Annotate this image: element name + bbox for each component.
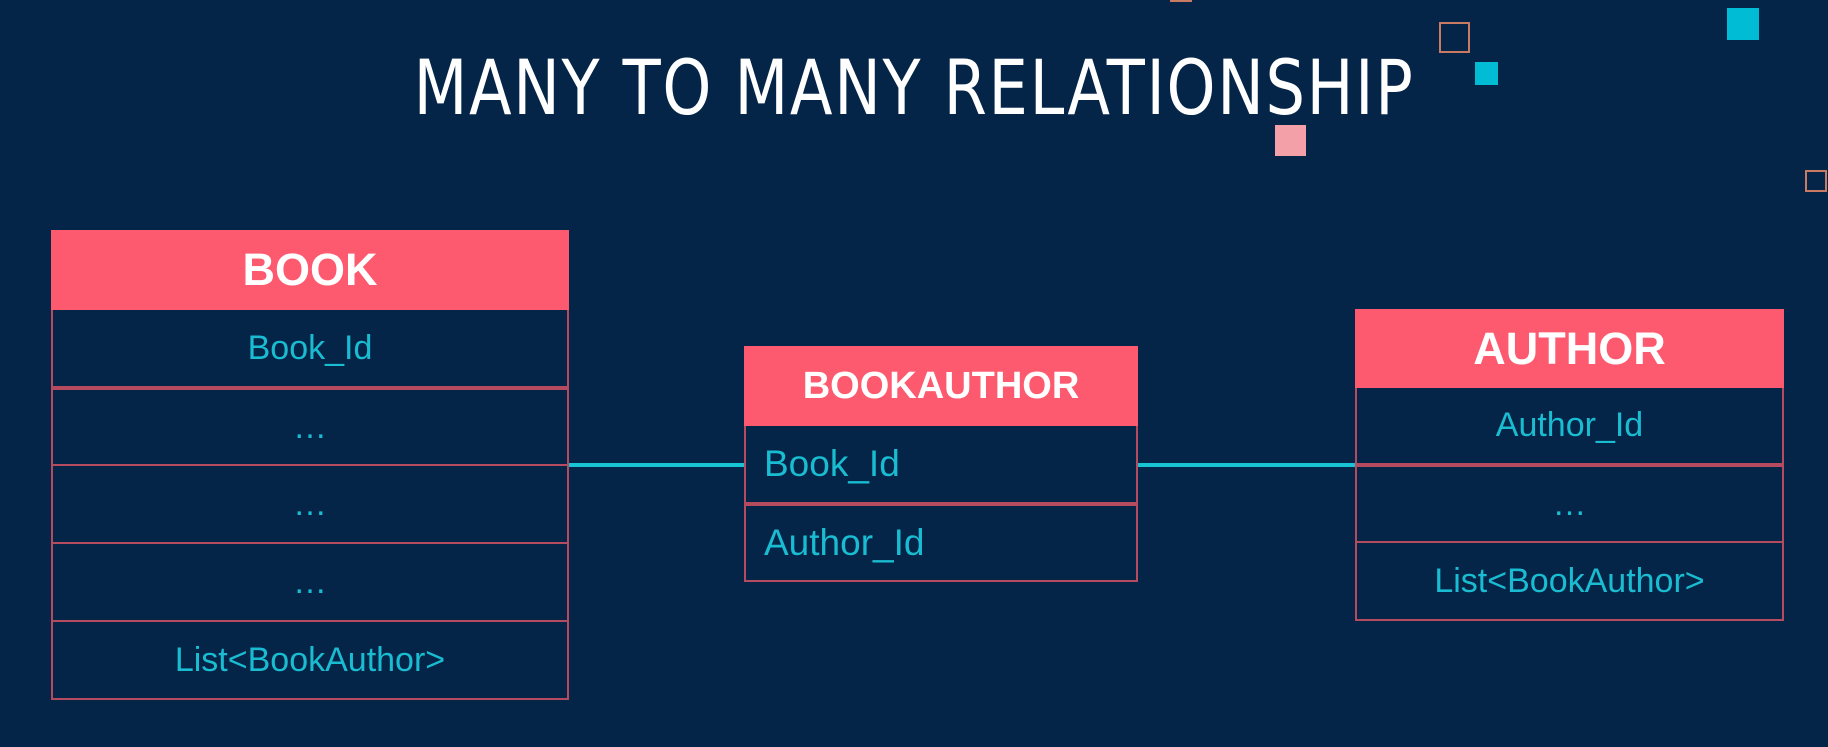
- connector-book-bookauthor: [568, 463, 744, 467]
- entity-field: Author_Id: [744, 504, 1138, 582]
- deco-outline-square: [1439, 22, 1470, 53]
- entity-field: …: [1355, 465, 1784, 543]
- entity-header: BOOKAUTHOR: [744, 346, 1138, 426]
- entity-field: …: [51, 388, 569, 466]
- entity-header: AUTHOR: [1355, 309, 1784, 388]
- author-entity: AUTHOR Author_Id … List<BookAuthor>: [1355, 309, 1784, 621]
- deco-outline-square: [1170, 0, 1192, 2]
- connector-bookauthor-author: [1137, 463, 1356, 467]
- deco-cyan-square: [1475, 62, 1498, 85]
- entity-field: Book_Id: [744, 426, 1138, 504]
- bookauthor-entity: BOOKAUTHOR Book_Id Author_Id: [744, 346, 1138, 582]
- entity-field: …: [51, 466, 569, 544]
- entity-field: List<BookAuthor>: [51, 622, 569, 700]
- deco-outline-square: [1805, 170, 1827, 192]
- book-entity: BOOK Book_Id … … … List<BookAuthor>: [51, 230, 569, 700]
- entity-header: BOOK: [51, 230, 569, 310]
- deco-pink-square: [1275, 125, 1306, 156]
- entity-field: …: [51, 544, 569, 622]
- entity-field: List<BookAuthor>: [1355, 543, 1784, 621]
- entity-field: Book_Id: [51, 310, 569, 388]
- entity-field: Author_Id: [1355, 388, 1784, 465]
- deco-cyan-square: [1727, 8, 1759, 40]
- slide-title: MANY TO MANY RELATIONSHIP: [413, 43, 1415, 132]
